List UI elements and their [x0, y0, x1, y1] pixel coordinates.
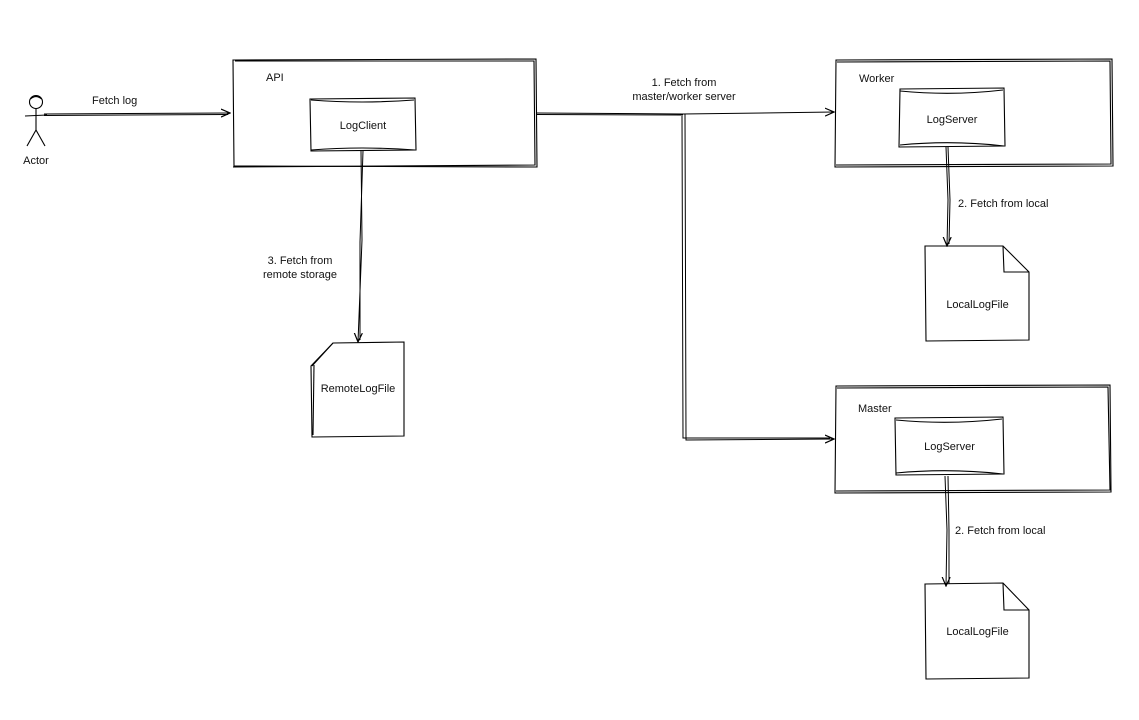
local-log-file-worker-shape [924, 245, 1030, 342]
worker-logserver-shape [898, 87, 1006, 148]
fetch-log-label: Fetch log [92, 95, 138, 107]
local-log-file-master-shape [924, 582, 1030, 680]
master-box [834, 384, 1112, 494]
fetch-local-worker-arrow [946, 146, 950, 246]
fetch-local-master-arrow [945, 475, 949, 586]
local-log-file-worker-label: LocalLogFile [946, 299, 1009, 311]
api-box [232, 58, 538, 168]
fetch-master-worker-label: 1. Fetch from master/worker server [632, 77, 736, 103]
api-title: API [266, 72, 284, 84]
fetch-local-master-label: 2. Fetch from local [955, 525, 1046, 537]
fetch-log-arrow [43, 113, 230, 116]
remote-log-file-label: RemoteLogFile [320, 383, 396, 395]
master-title: Master [858, 403, 892, 415]
master-logserver-label: LogServer [924, 441, 975, 453]
local-log-file-master-label: LocalLogFile [946, 626, 1009, 638]
remote-log-file-shape [310, 341, 405, 438]
worker-title: Worker [859, 73, 895, 85]
actor-figure [24, 94, 48, 147]
fetch-master-worker-arrow [535, 112, 834, 440]
fetch-remote-label: 3. Fetch from remote storage [263, 255, 337, 281]
logclient-label: LogClient [339, 120, 387, 132]
fetch-local-worker-label: 2. Fetch from local [958, 198, 1049, 210]
logclient-shape [309, 97, 417, 152]
actor-label: Actor [23, 155, 49, 167]
worker-box [834, 58, 1114, 168]
worker-logserver-label: LogServer [926, 114, 978, 126]
fetch-remote-arrow [358, 150, 364, 342]
master-logserver-shape [894, 416, 1005, 476]
